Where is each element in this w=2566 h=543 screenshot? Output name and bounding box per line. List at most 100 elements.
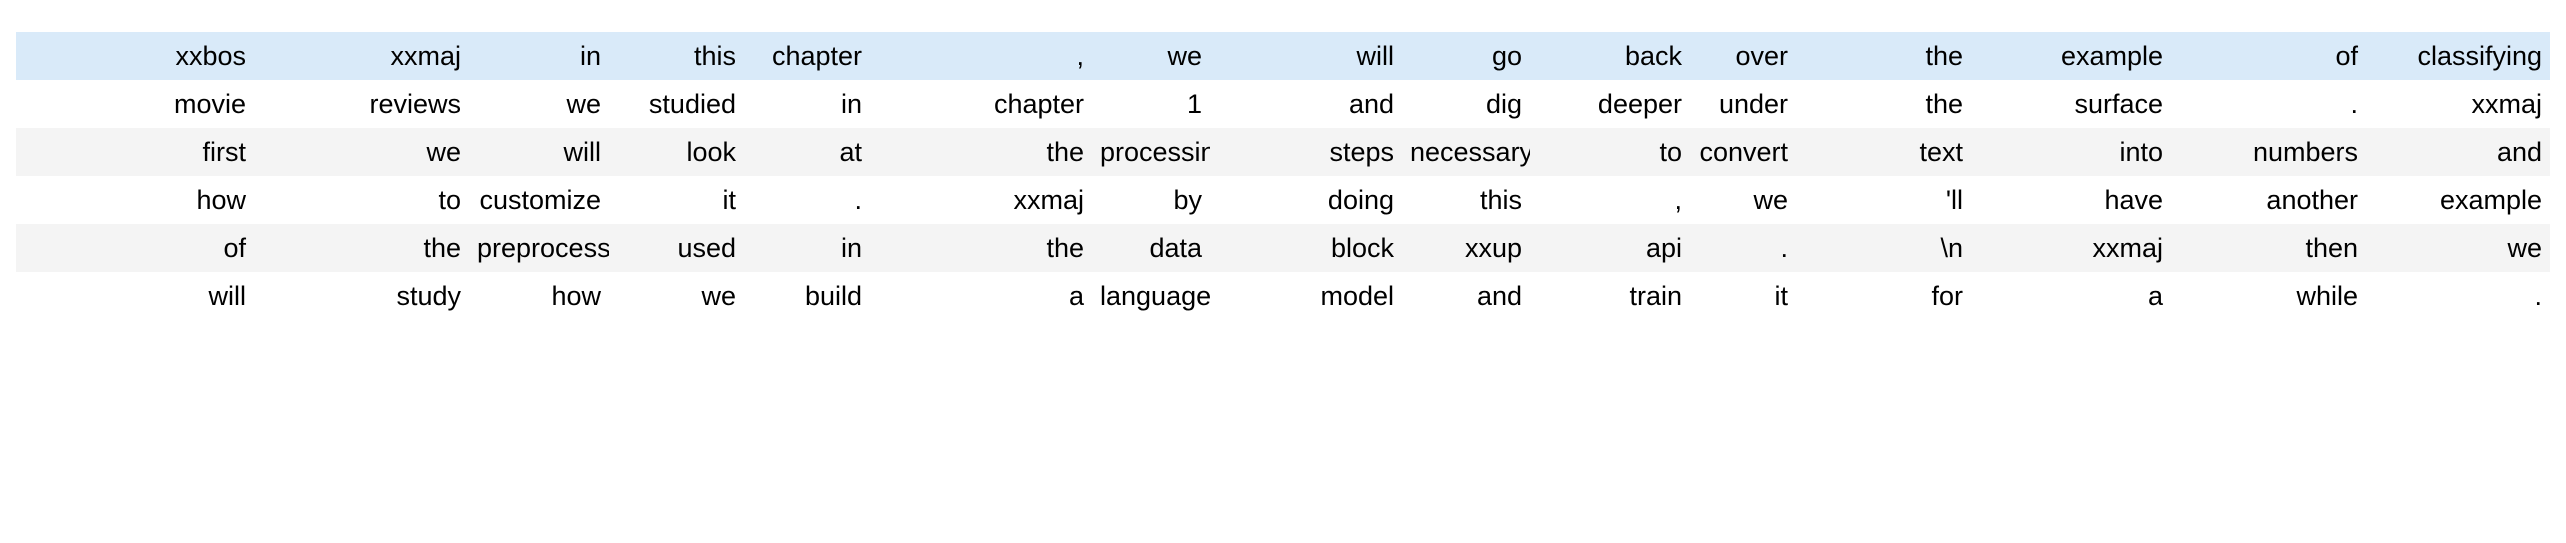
token-cell: the xyxy=(1796,80,1971,128)
token-cell: in xyxy=(469,32,609,80)
token-cell: we xyxy=(254,128,469,176)
row-index-cell xyxy=(16,176,122,224)
token-cell: of xyxy=(2171,32,2366,80)
token-cell: used xyxy=(609,224,744,272)
token-cell: have xyxy=(1971,176,2171,224)
token-cell: will xyxy=(122,272,254,320)
token-cell: it xyxy=(609,176,744,224)
token-cell: 1 xyxy=(1092,80,1210,128)
token-cell: and xyxy=(2366,128,2550,176)
token-cell: build xyxy=(744,272,870,320)
token-cell: . xyxy=(1690,224,1796,272)
token-cell: the xyxy=(870,128,1092,176)
token-cell: we xyxy=(469,80,609,128)
token-cell: \n xyxy=(1796,224,1971,272)
token-cell: this xyxy=(609,32,744,80)
token-cell: we xyxy=(1690,176,1796,224)
token-cell: under xyxy=(1690,80,1796,128)
token-cell: example xyxy=(2366,176,2550,224)
table-row: ofthepreprocessorusedinthedatablockxxupa… xyxy=(16,224,2550,272)
token-cell: into xyxy=(1971,128,2171,176)
row-index-cell xyxy=(16,224,122,272)
token-cell: and xyxy=(1210,80,1402,128)
token-cell: another xyxy=(2171,176,2366,224)
token-cell: reviews xyxy=(254,80,469,128)
token-cell: classifying xyxy=(2366,32,2550,80)
token-cell: api xyxy=(1530,224,1690,272)
token-cell: over xyxy=(1690,32,1796,80)
token-cell: example xyxy=(1971,32,2171,80)
token-cell: it xyxy=(1690,272,1796,320)
token-cell: chapter xyxy=(870,80,1092,128)
token-cell: , xyxy=(1530,176,1690,224)
token-cell: then xyxy=(2171,224,2366,272)
token-cell: while xyxy=(2171,272,2366,320)
row-index-cell xyxy=(16,80,122,128)
token-cell: in xyxy=(744,80,870,128)
token-cell: will xyxy=(469,128,609,176)
token-cell: steps xyxy=(1210,128,1402,176)
token-cell: xxmaj xyxy=(254,32,469,80)
token-cell: to xyxy=(1530,128,1690,176)
token-cell: study xyxy=(254,272,469,320)
token-cell: doing xyxy=(1210,176,1402,224)
token-cell: studied xyxy=(609,80,744,128)
token-cell: block xyxy=(1210,224,1402,272)
token-cell: xxmaj xyxy=(870,176,1092,224)
token-cell: chapter xyxy=(744,32,870,80)
token-cell: language xyxy=(1092,272,1210,320)
token-cell: of xyxy=(122,224,254,272)
token-cell: xxup xyxy=(1402,224,1530,272)
token-cell: xxmaj xyxy=(2366,80,2550,128)
token-cell: a xyxy=(870,272,1092,320)
token-cell: deeper xyxy=(1530,80,1690,128)
token-cell: a xyxy=(1971,272,2171,320)
token-cell: text xyxy=(1796,128,1971,176)
token-cell: dig xyxy=(1402,80,1530,128)
token-cell: how xyxy=(469,272,609,320)
token-cell: , xyxy=(870,32,1092,80)
token-cell: . xyxy=(2171,80,2366,128)
token-cell: to xyxy=(254,176,469,224)
token-cell: by xyxy=(1092,176,1210,224)
token-cell: and xyxy=(1402,272,1530,320)
token-cell: how xyxy=(122,176,254,224)
token-cell: the xyxy=(1796,32,1971,80)
token-cell: this xyxy=(1402,176,1530,224)
token-cell: will xyxy=(1210,32,1402,80)
token-cell: in xyxy=(744,224,870,272)
token-cell: preprocessor xyxy=(469,224,609,272)
token-cell: first xyxy=(122,128,254,176)
token-cell: the xyxy=(870,224,1092,272)
token-cell: . xyxy=(2366,272,2550,320)
token-cell: processing xyxy=(1092,128,1210,176)
token-cell: train xyxy=(1530,272,1690,320)
token-cell: customize xyxy=(469,176,609,224)
token-cell: back xyxy=(1530,32,1690,80)
row-index-cell xyxy=(16,32,122,80)
token-cell: model xyxy=(1210,272,1402,320)
token-cell: convert xyxy=(1690,128,1796,176)
token-cell: movie xyxy=(122,80,254,128)
token-cell: look xyxy=(609,128,744,176)
token-cell: we xyxy=(2366,224,2550,272)
token-cell: we xyxy=(609,272,744,320)
token-cell: xxmaj xyxy=(1971,224,2171,272)
token-cell: xxbos xyxy=(122,32,254,80)
token-cell: . xyxy=(744,176,870,224)
token-cell: necessary xyxy=(1402,128,1530,176)
token-cell: 'll xyxy=(1796,176,1971,224)
token-cell: numbers xyxy=(2171,128,2366,176)
token-cell: the xyxy=(254,224,469,272)
token-cell: at xyxy=(744,128,870,176)
table-row: firstwewilllookattheprocessingstepsneces… xyxy=(16,128,2550,176)
token-cell: surface xyxy=(1971,80,2171,128)
row-index-cell xyxy=(16,128,122,176)
